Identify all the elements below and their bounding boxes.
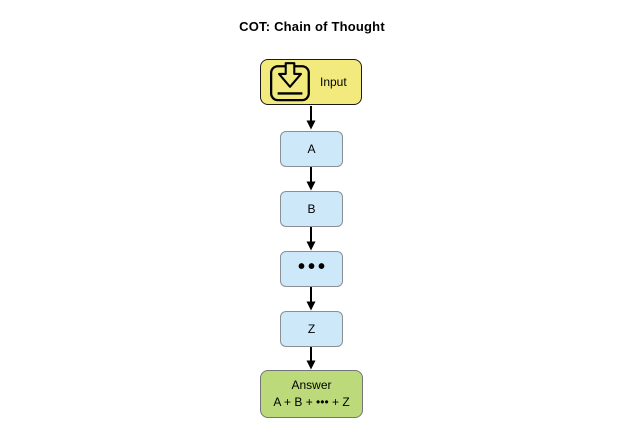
arrow-down-icon bbox=[305, 287, 317, 311]
node-step-b-label: B bbox=[307, 202, 316, 216]
node-step-ellipsis-label: ••• bbox=[297, 256, 328, 278]
node-step-a-label: A bbox=[307, 142, 316, 156]
node-step-z-label: Z bbox=[307, 322, 316, 336]
node-step-ellipsis: ••• bbox=[280, 251, 343, 287]
arrow-down-icon bbox=[305, 227, 317, 251]
node-step-b: B bbox=[280, 191, 343, 227]
node-step-z: Z bbox=[280, 311, 343, 347]
node-step-a: A bbox=[280, 131, 343, 167]
download-input-icon bbox=[269, 62, 311, 102]
node-answer-formula: A + B + ••• + Z bbox=[273, 395, 350, 409]
node-answer-label: Answer bbox=[291, 378, 332, 392]
node-input: Input bbox=[260, 59, 362, 105]
arrow-down-icon bbox=[305, 346, 317, 370]
node-input-label: Input bbox=[320, 75, 347, 89]
arrow-down-icon bbox=[305, 106, 317, 130]
node-answer: Answer A + B + ••• + Z bbox=[260, 370, 363, 418]
arrow-down-icon bbox=[305, 167, 317, 191]
diagram-title: COT: Chain of Thought bbox=[239, 19, 385, 34]
